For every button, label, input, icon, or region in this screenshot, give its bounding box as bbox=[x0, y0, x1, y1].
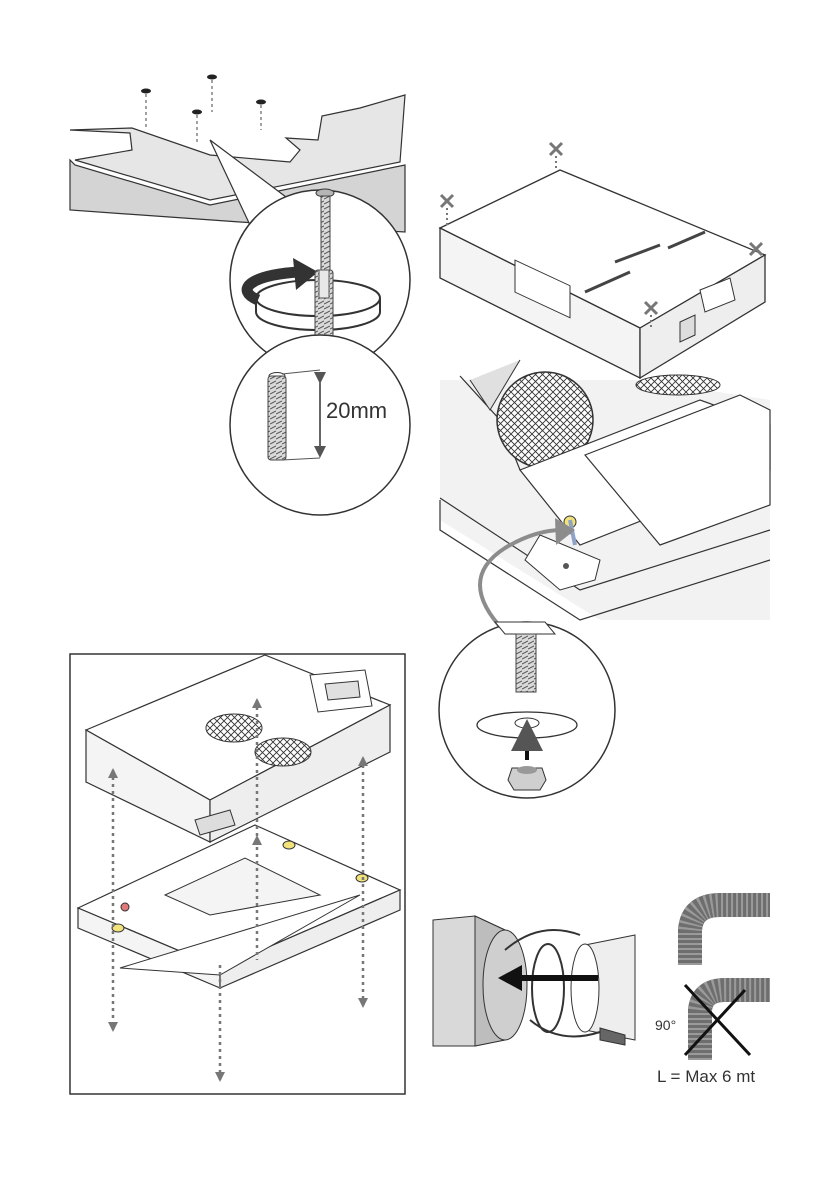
duct-connection-view bbox=[433, 916, 635, 1046]
bend-angle-label: 90° bbox=[655, 1017, 676, 1033]
hood-box-top-view bbox=[440, 143, 765, 378]
fan-grille-icon bbox=[636, 375, 720, 395]
fan-grille-icon bbox=[206, 714, 262, 742]
zoom-circle-nut bbox=[439, 622, 615, 798]
duct-length-label: L = Max 6 mt bbox=[657, 1067, 755, 1086]
spacer-length-label: 20mm bbox=[326, 398, 387, 423]
hood-underside-view bbox=[440, 360, 770, 632]
flexible-duct-view: 90° L = Max 6 mt bbox=[655, 905, 770, 1086]
screw-icon bbox=[256, 100, 266, 131]
screw-icon bbox=[192, 110, 202, 146]
screw-icon bbox=[207, 75, 217, 113]
fan-grille-icon bbox=[255, 738, 311, 766]
screw-icon bbox=[141, 89, 151, 131]
ceiling-anchor-step: 20mm bbox=[70, 75, 410, 516]
zoom-circle-spacer: 20mm bbox=[230, 335, 410, 515]
exploded-assembly-panel bbox=[70, 654, 405, 1094]
x-mark-icon bbox=[550, 143, 562, 170]
